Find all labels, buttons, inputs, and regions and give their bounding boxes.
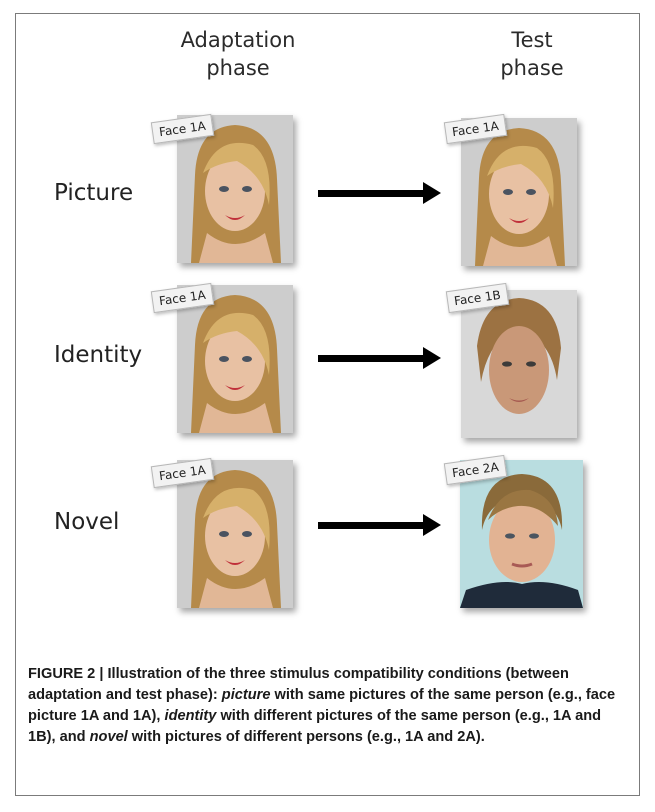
test-phase-header: Test phase: [447, 26, 617, 82]
row-label-novel: Novel: [54, 509, 119, 535]
face-photo-1a: [461, 118, 577, 266]
row-label-identity: Identity: [54, 342, 142, 368]
arrow-right-icon: [318, 522, 425, 529]
face-photo-2a: [460, 460, 583, 608]
figure-caption: FIGURE 2 | Illustration of the three sti…: [28, 664, 628, 748]
face-photo-1b: [461, 290, 577, 438]
adaptation-phase-header: Adaptation phase: [148, 26, 328, 82]
arrow-right-icon: [318, 190, 425, 197]
row-label-picture: Picture: [54, 180, 133, 206]
arrow-right-icon: [318, 355, 425, 362]
